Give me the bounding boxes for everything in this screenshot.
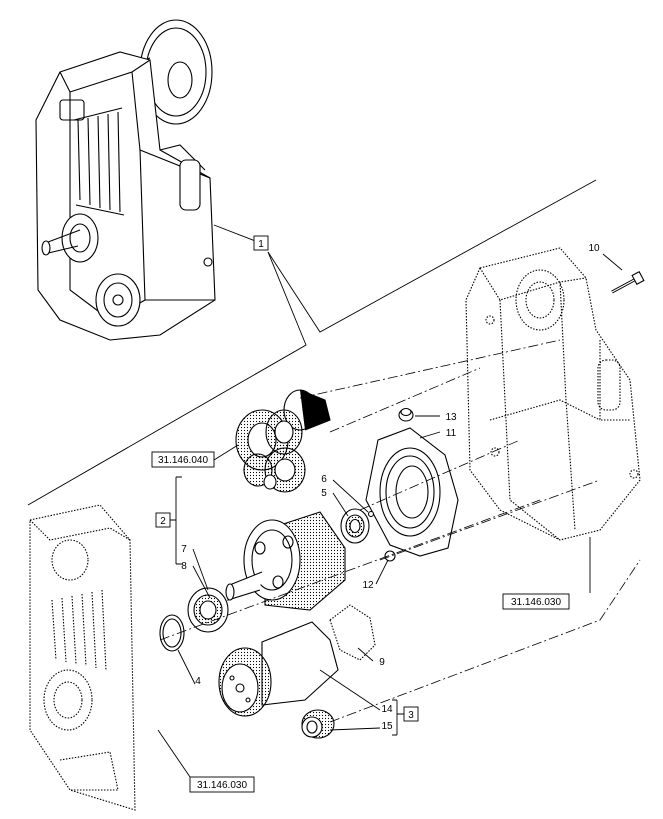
bearing-part-5 (340, 508, 375, 544)
gearbox-housing-rear (465, 247, 641, 541)
callout-box-2 (155, 512, 171, 528)
assembled-gearbox-illustration (35, 19, 216, 341)
reference-boxes: 31.146.040 31.146.030 31.146.030 (151, 451, 570, 793)
bearing-part-7-8 (187, 587, 229, 633)
callout-8: 8 (181, 561, 187, 572)
cover-plate-part-11 (365, 427, 459, 557)
gasket-part-9 (329, 604, 376, 661)
bolt-part-10 (611, 270, 645, 294)
callout-2: 2 (160, 516, 166, 527)
reference-right[interactable]: 31.146.030 (511, 597, 561, 608)
snap-ring-part-4 (159, 614, 185, 652)
callout-9: 9 (379, 657, 385, 668)
callout-13: 13 (445, 412, 457, 423)
planetary-gear-housing (225, 511, 346, 611)
leader-lines-item-1 (27, 179, 597, 506)
callout-1: 1 (258, 239, 264, 250)
plug-part-13 (398, 407, 414, 422)
callout-6: 6 (321, 474, 327, 485)
reference-box-top[interactable] (151, 451, 215, 468)
callout-11: 11 (446, 428, 457, 439)
callout-leader-lines (157, 253, 623, 778)
reference-bottom[interactable]: 31.146.030 (197, 780, 247, 791)
callout-4: 4 (195, 676, 201, 687)
gear-cluster (235, 389, 331, 493)
callout-10: 10 (588, 243, 600, 254)
reference-box-right[interactable] (502, 593, 570, 610)
hydraulic-pump-part-14 (218, 621, 339, 717)
plug-part-12 (384, 550, 396, 562)
reference-top[interactable]: 31.146.040 (158, 455, 208, 466)
nut-part-15 (301, 709, 335, 739)
callout-14: 14 (381, 704, 393, 715)
reference-box-bottom[interactable] (189, 776, 255, 793)
callout-12: 12 (362, 580, 374, 591)
callout-numbers: 1 2 3 4 5 6 7 8 9 10 11 12 13 14 15 (155, 235, 600, 732)
gearbox-housing-front (29, 504, 136, 811)
callout-5: 5 (321, 488, 327, 499)
callout-box-1 (253, 235, 269, 251)
callout-3: 3 (408, 710, 414, 721)
callout-box-3 (403, 706, 419, 722)
callout-7: 7 (181, 544, 187, 555)
assembly-center-lines (159, 339, 641, 723)
callout-15: 15 (381, 721, 393, 732)
